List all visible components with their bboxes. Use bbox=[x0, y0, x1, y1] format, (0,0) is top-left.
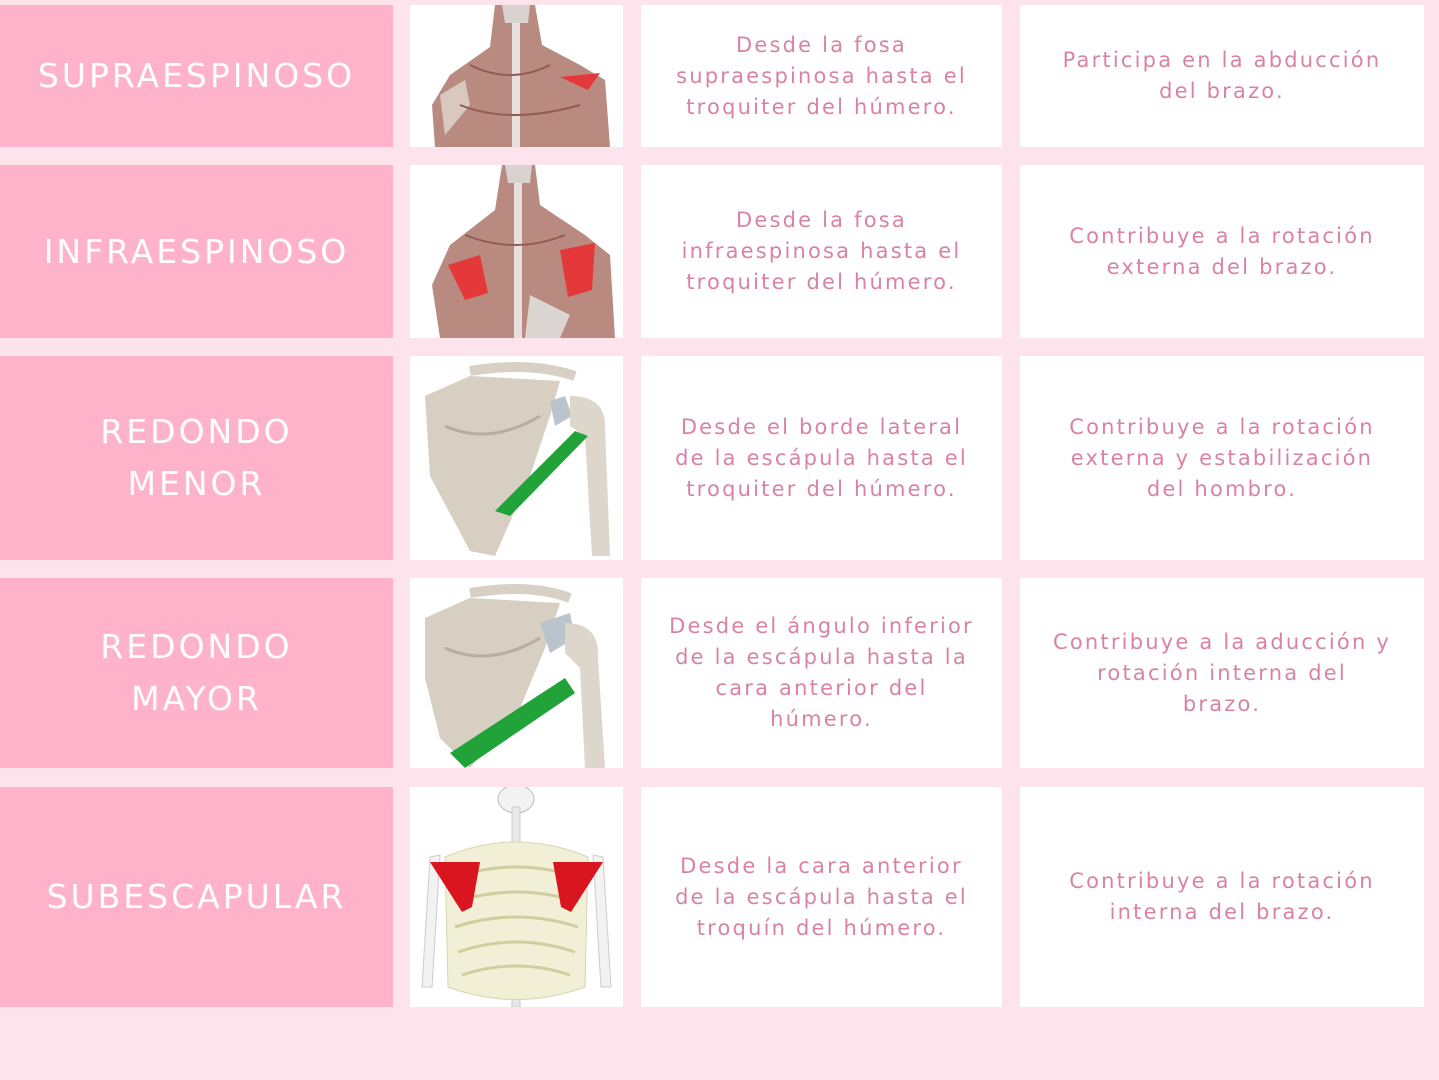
muscle-name-cell: SUBESCAPULAR bbox=[0, 787, 393, 1007]
function-cell: Contribuye a la rotación interna del bra… bbox=[1020, 787, 1424, 1007]
function-text: Contribuye a la rotación externa del bra… bbox=[1069, 223, 1375, 279]
origin-insertion-cell: Desde la fosa infraespinosa hasta el tro… bbox=[641, 165, 1002, 338]
muscle-name: SUPRAESPINOSO bbox=[37, 56, 356, 95]
table-row-redondo-mayor: REDONDO MAYOR Desde el ángulo inferior d… bbox=[0, 578, 1439, 768]
table-row-redondo-menor: REDONDO MENOR Desde el borde lateral de … bbox=[0, 356, 1439, 560]
function-text: Contribuye a la rotación interna del bra… bbox=[1069, 869, 1375, 924]
origin-insertion-cell: Desde la cara anterior de la escápula ha… bbox=[641, 787, 1002, 1007]
muscle-name: REDONDO MENOR bbox=[100, 412, 293, 503]
muscle-illustration bbox=[410, 787, 623, 1007]
muscle-name-cell: INFRAESPINOSO bbox=[0, 165, 393, 338]
table-row-infraespinoso: INFRAESPINOSO Desde la fosa infraespinos… bbox=[0, 165, 1439, 338]
scapula-icon bbox=[425, 362, 610, 556]
origin-insertion-cell: Desde la fosa supraespinosa hasta el tro… bbox=[641, 5, 1002, 147]
muscle-illustration bbox=[410, 5, 623, 147]
table-row-supraespinoso: SUPRAESPINOSO Desde la fosa supraespinos… bbox=[0, 5, 1439, 147]
origin-insertion-cell: Desde el ángulo inferior de la escápula … bbox=[641, 578, 1002, 768]
muscle-name: SUBESCAPULAR bbox=[46, 877, 347, 916]
back-muscles-icon bbox=[432, 5, 610, 147]
scapula-icon bbox=[425, 584, 605, 768]
muscle-name: REDONDO MAYOR bbox=[100, 627, 293, 718]
skeleton-icon bbox=[421, 787, 612, 1007]
origin-insertion-text: Desde el borde lateral de la escápula ha… bbox=[675, 414, 968, 501]
function-cell: Contribuye a la rotación externa del bra… bbox=[1020, 165, 1424, 338]
function-text: Contribuye a la rotación externa y estab… bbox=[1069, 414, 1375, 501]
muscle-illustration bbox=[410, 165, 623, 338]
origin-insertion-text: Desde la cara anterior de la escápula ha… bbox=[675, 853, 968, 940]
muscle-name-cell: SUPRAESPINOSO bbox=[0, 5, 393, 147]
function-cell: Contribuye a la aducción y rotación inte… bbox=[1020, 578, 1424, 768]
function-cell: Contribuye a la rotación externa y estab… bbox=[1020, 356, 1424, 560]
function-text: Participa en la abducción del brazo. bbox=[1062, 48, 1382, 103]
table-row-subescapular: SUBESCAPULAR Desde la cara anterior de l… bbox=[0, 787, 1439, 1007]
origin-insertion-text: Desde la fosa infraespinosa hasta el tro… bbox=[681, 208, 962, 294]
function-cell: Participa en la abducción del brazo. bbox=[1020, 5, 1424, 147]
origin-insertion-cell: Desde el borde lateral de la escápula ha… bbox=[641, 356, 1002, 560]
muscle-name-cell: REDONDO MENOR bbox=[0, 356, 393, 560]
muscle-name: INFRAESPINOSO bbox=[43, 231, 350, 271]
back-muscles-icon bbox=[432, 165, 615, 338]
muscle-name-cell: REDONDO MAYOR bbox=[0, 578, 393, 768]
origin-insertion-text: Desde el ángulo inferior de la escápula … bbox=[669, 614, 974, 731]
muscle-illustration bbox=[410, 578, 623, 768]
function-text: Contribuye a la aducción y rotación inte… bbox=[1052, 629, 1391, 716]
muscle-illustration bbox=[410, 356, 623, 560]
origin-insertion-text: Desde la fosa supraespinosa hasta el tro… bbox=[676, 32, 967, 119]
